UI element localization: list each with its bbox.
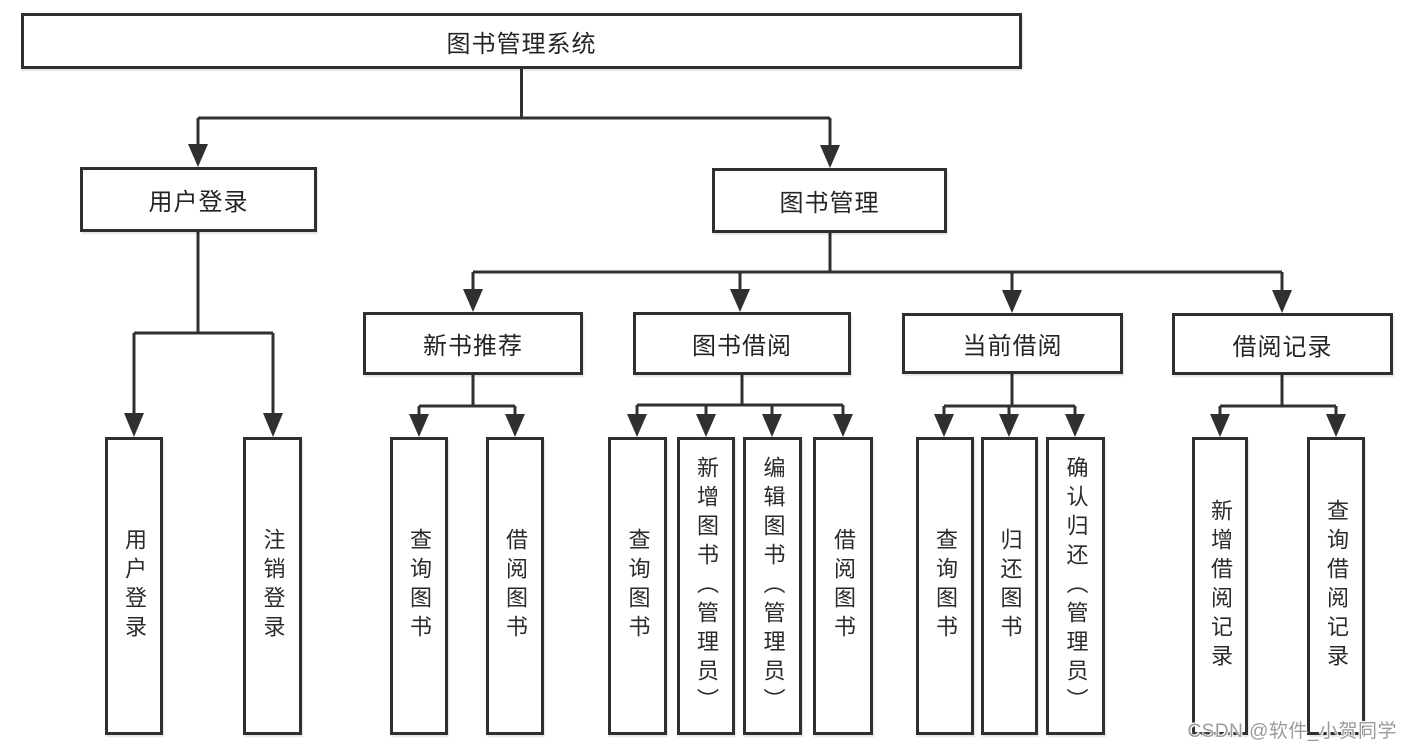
leaf-borrow-books-borrow: 借阅图书 <box>813 437 873 735</box>
leaf-user-login: 用户登录 <box>105 437 163 735</box>
arrowhead-icon <box>463 289 483 312</box>
leaf-add-book-admin: 新增图书（管理员） <box>677 437 735 735</box>
leaf-edit-book-admin-label: 编辑图书（管理员） <box>760 455 786 717</box>
node-book-borrow-label: 图书借阅 <box>692 333 792 360</box>
connector-new-book-branch <box>409 375 525 437</box>
leaf-confirm-return-admin: 确认归还（管理员） <box>1046 437 1105 735</box>
node-borrow-records: 借阅记录 <box>1172 313 1393 375</box>
node-user-login: 用户登录 <box>80 167 317 232</box>
connector-root-to-level2 <box>188 69 840 168</box>
leaf-add-borrow-record: 新增借阅记录 <box>1192 437 1248 735</box>
leaf-logout-label: 注销登录 <box>260 528 286 644</box>
connector-user-login-branch <box>124 232 283 437</box>
arrowhead-icon <box>1002 290 1022 313</box>
leaf-query-books-borrow: 查询图书 <box>608 437 667 735</box>
leaf-return-book-label: 归还图书 <box>997 528 1023 644</box>
arrowhead-icon <box>1326 414 1346 437</box>
arrowhead-icon <box>505 414 525 437</box>
node-user-login-label: 用户登录 <box>148 189 249 216</box>
leaf-add-book-admin-label: 新增图书（管理员） <box>694 455 719 717</box>
node-current-borrow: 当前借阅 <box>902 313 1123 374</box>
leaf-edit-book-admin: 编辑图书（管理员） <box>743 437 802 735</box>
leaf-confirm-return-admin-label: 确认归还（管理员） <box>1063 455 1089 717</box>
leaf-borrow-books-recommend: 借阅图书 <box>486 437 544 735</box>
node-book-borrow: 图书借阅 <box>633 312 851 375</box>
arrowhead-icon <box>1210 414 1230 437</box>
arrowhead-icon <box>820 145 840 168</box>
leaf-borrow-books-recommend-label: 借阅图书 <box>503 528 528 644</box>
leaf-borrow-books-borrow-label: 借阅图书 <box>831 528 856 644</box>
node-root-system: 图书管理系统 <box>21 13 1022 69</box>
arrowhead-icon <box>762 414 782 437</box>
arrowhead-icon <box>999 414 1019 437</box>
leaf-query-books-borrow-label: 查询图书 <box>625 528 651 644</box>
leaf-query-books-recommend: 查询图书 <box>390 437 448 735</box>
arrowhead-icon <box>934 414 954 437</box>
node-book-management-label: 图书管理 <box>779 190 880 217</box>
node-book-management: 图书管理 <box>712 168 947 233</box>
connector-borrow-records-branch <box>1210 375 1346 437</box>
leaf-query-borrow-record: 查询借阅记录 <box>1307 437 1365 735</box>
node-borrow-records-label: 借阅记录 <box>1232 333 1333 361</box>
leaf-query-borrow-record-label: 查询借阅记录 <box>1324 499 1349 673</box>
arrowhead-icon <box>1272 290 1292 313</box>
node-root-label: 图书管理系统 <box>446 30 597 58</box>
connector-book-management-branch <box>463 233 1292 313</box>
leaf-query-books-recommend-label: 查询图书 <box>407 528 432 644</box>
connector-book-borrow-branch <box>627 375 853 437</box>
arrowhead-icon <box>263 413 283 437</box>
node-new-book-recommend: 新书推荐 <box>363 312 583 375</box>
leaf-add-borrow-record-label: 新增借阅记录 <box>1208 499 1233 673</box>
arrowhead-icon <box>833 414 853 437</box>
arrowhead-icon <box>188 144 208 167</box>
leaf-query-books-current-label: 查询图书 <box>933 528 958 644</box>
leaf-user-login-label: 用户登录 <box>122 528 147 644</box>
arrowhead-icon <box>124 413 144 437</box>
arrowhead-icon <box>1065 414 1085 437</box>
arrowhead-icon <box>730 289 750 312</box>
arrowhead-icon <box>627 414 647 437</box>
leaf-logout: 注销登录 <box>243 437 302 735</box>
node-new-book-recommend-label: 新书推荐 <box>423 333 523 360</box>
arrowhead-icon <box>409 414 429 437</box>
csdn-watermark: CSDN @软件_小贺同学 <box>1187 721 1397 742</box>
leaf-query-books-current: 查询图书 <box>916 437 974 735</box>
connector-current-borrow-branch <box>934 374 1085 437</box>
node-current-borrow-label: 当前借阅 <box>962 333 1063 360</box>
arrowhead-icon <box>696 414 716 437</box>
leaf-return-book: 归还图书 <box>981 437 1038 735</box>
